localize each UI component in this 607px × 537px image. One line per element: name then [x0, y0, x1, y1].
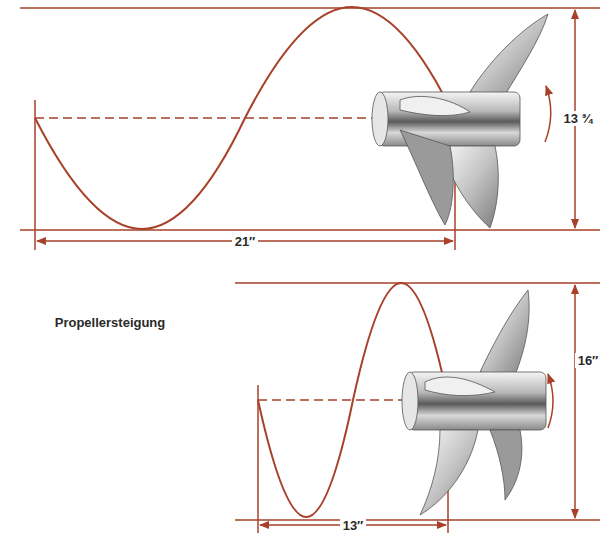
label-holder: 16″ — [575, 351, 602, 369]
label-holder: Propellersteigung — [52, 313, 169, 331]
dimension-pitch: 21″ — [232, 234, 259, 249]
label-holder: 13 ¾ — [561, 109, 596, 127]
dimension-height: 16″ — [575, 353, 602, 368]
label-holder: 21″ — [232, 232, 259, 250]
dimension-height: 13 ¾ — [561, 111, 596, 126]
dimension-pitch: 13″ — [340, 518, 367, 533]
diagram-caption: Propellersteigung — [52, 315, 169, 330]
label-holder: 13″ — [340, 516, 367, 534]
